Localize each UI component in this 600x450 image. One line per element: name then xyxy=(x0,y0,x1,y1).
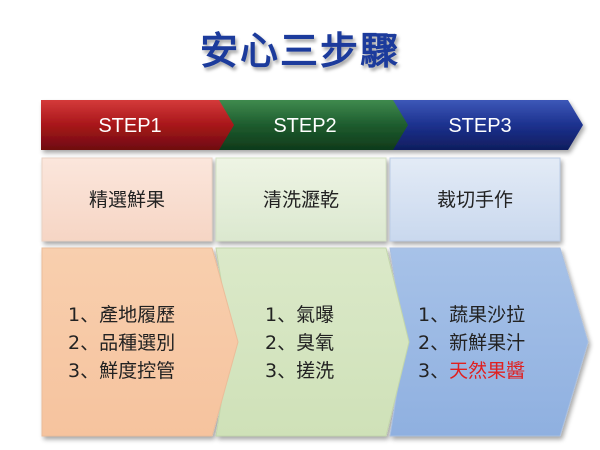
step2-subtitle-box xyxy=(215,157,387,242)
step2-item-list: 1、氣曝 2、臭氧 3、搓洗 xyxy=(265,304,334,382)
list-item-number: 2、 xyxy=(418,332,449,354)
list-item-text: 蔬果沙拉 xyxy=(449,304,525,326)
step3-subtitle-box xyxy=(389,157,561,242)
list-item-number: 3、 xyxy=(68,360,99,382)
list-item: 3、天然果醬 xyxy=(418,360,525,382)
list-item-text: 臭氧 xyxy=(296,332,334,354)
list-item-text: 鮮度控管 xyxy=(99,360,175,382)
list-item: 3、鮮度控管 xyxy=(68,360,175,382)
list-item-text: 新鮮果汁 xyxy=(449,332,525,354)
list-item-number: 3、 xyxy=(265,360,296,382)
list-item: 3、搓洗 xyxy=(265,360,334,382)
list-item-number: 2、 xyxy=(265,332,296,354)
step3-header-label: STEP3 xyxy=(448,115,511,137)
step3-subtitle: 裁切手作 xyxy=(437,189,513,211)
list-item: 2、品種選別 xyxy=(68,332,175,354)
step2-header-label: STEP2 xyxy=(273,115,336,137)
list-item: 1、氣曝 xyxy=(265,304,334,326)
step3-item-list: 1、蔬果沙拉 2、新鮮果汁 3、天然果醬 xyxy=(418,304,525,382)
list-item-text highlighted-item: 天然果醬 xyxy=(449,360,525,382)
list-item-number: 3、 xyxy=(418,360,449,382)
list-item-number: 1、 xyxy=(265,304,296,326)
list-item-number: 1、 xyxy=(418,304,449,326)
list-item-text: 搓洗 xyxy=(296,360,334,382)
step1-subtitle: 精選鮮果 xyxy=(89,189,165,211)
list-item-text: 品種選別 xyxy=(99,332,175,354)
list-item: 1、蔬果沙拉 xyxy=(418,304,525,326)
step1-header-label: STEP1 xyxy=(98,115,161,137)
step1-item-list: 1、產地履歷 2、品種選別 3、鮮度控管 xyxy=(68,304,175,382)
list-item-number: 1、 xyxy=(68,304,99,326)
list-item: 1、產地履歷 xyxy=(68,304,175,326)
step2-subtitle: 清洗瀝乾 xyxy=(263,189,339,211)
step3-header-arrow xyxy=(390,100,583,150)
list-item-text: 產地履歷 xyxy=(99,304,175,326)
list-item-text: 氣曝 xyxy=(296,304,334,326)
page-title: 安心三步驟 xyxy=(199,29,400,73)
list-item-number: 2、 xyxy=(68,332,99,354)
step2-header-arrow xyxy=(216,100,408,150)
list-item: 2、臭氧 xyxy=(265,332,334,354)
step1-content-panel xyxy=(41,247,239,437)
step1-subtitle-box xyxy=(41,157,213,242)
step1-header-arrow xyxy=(41,100,234,150)
list-item: 2、新鮮果汁 xyxy=(418,332,525,354)
